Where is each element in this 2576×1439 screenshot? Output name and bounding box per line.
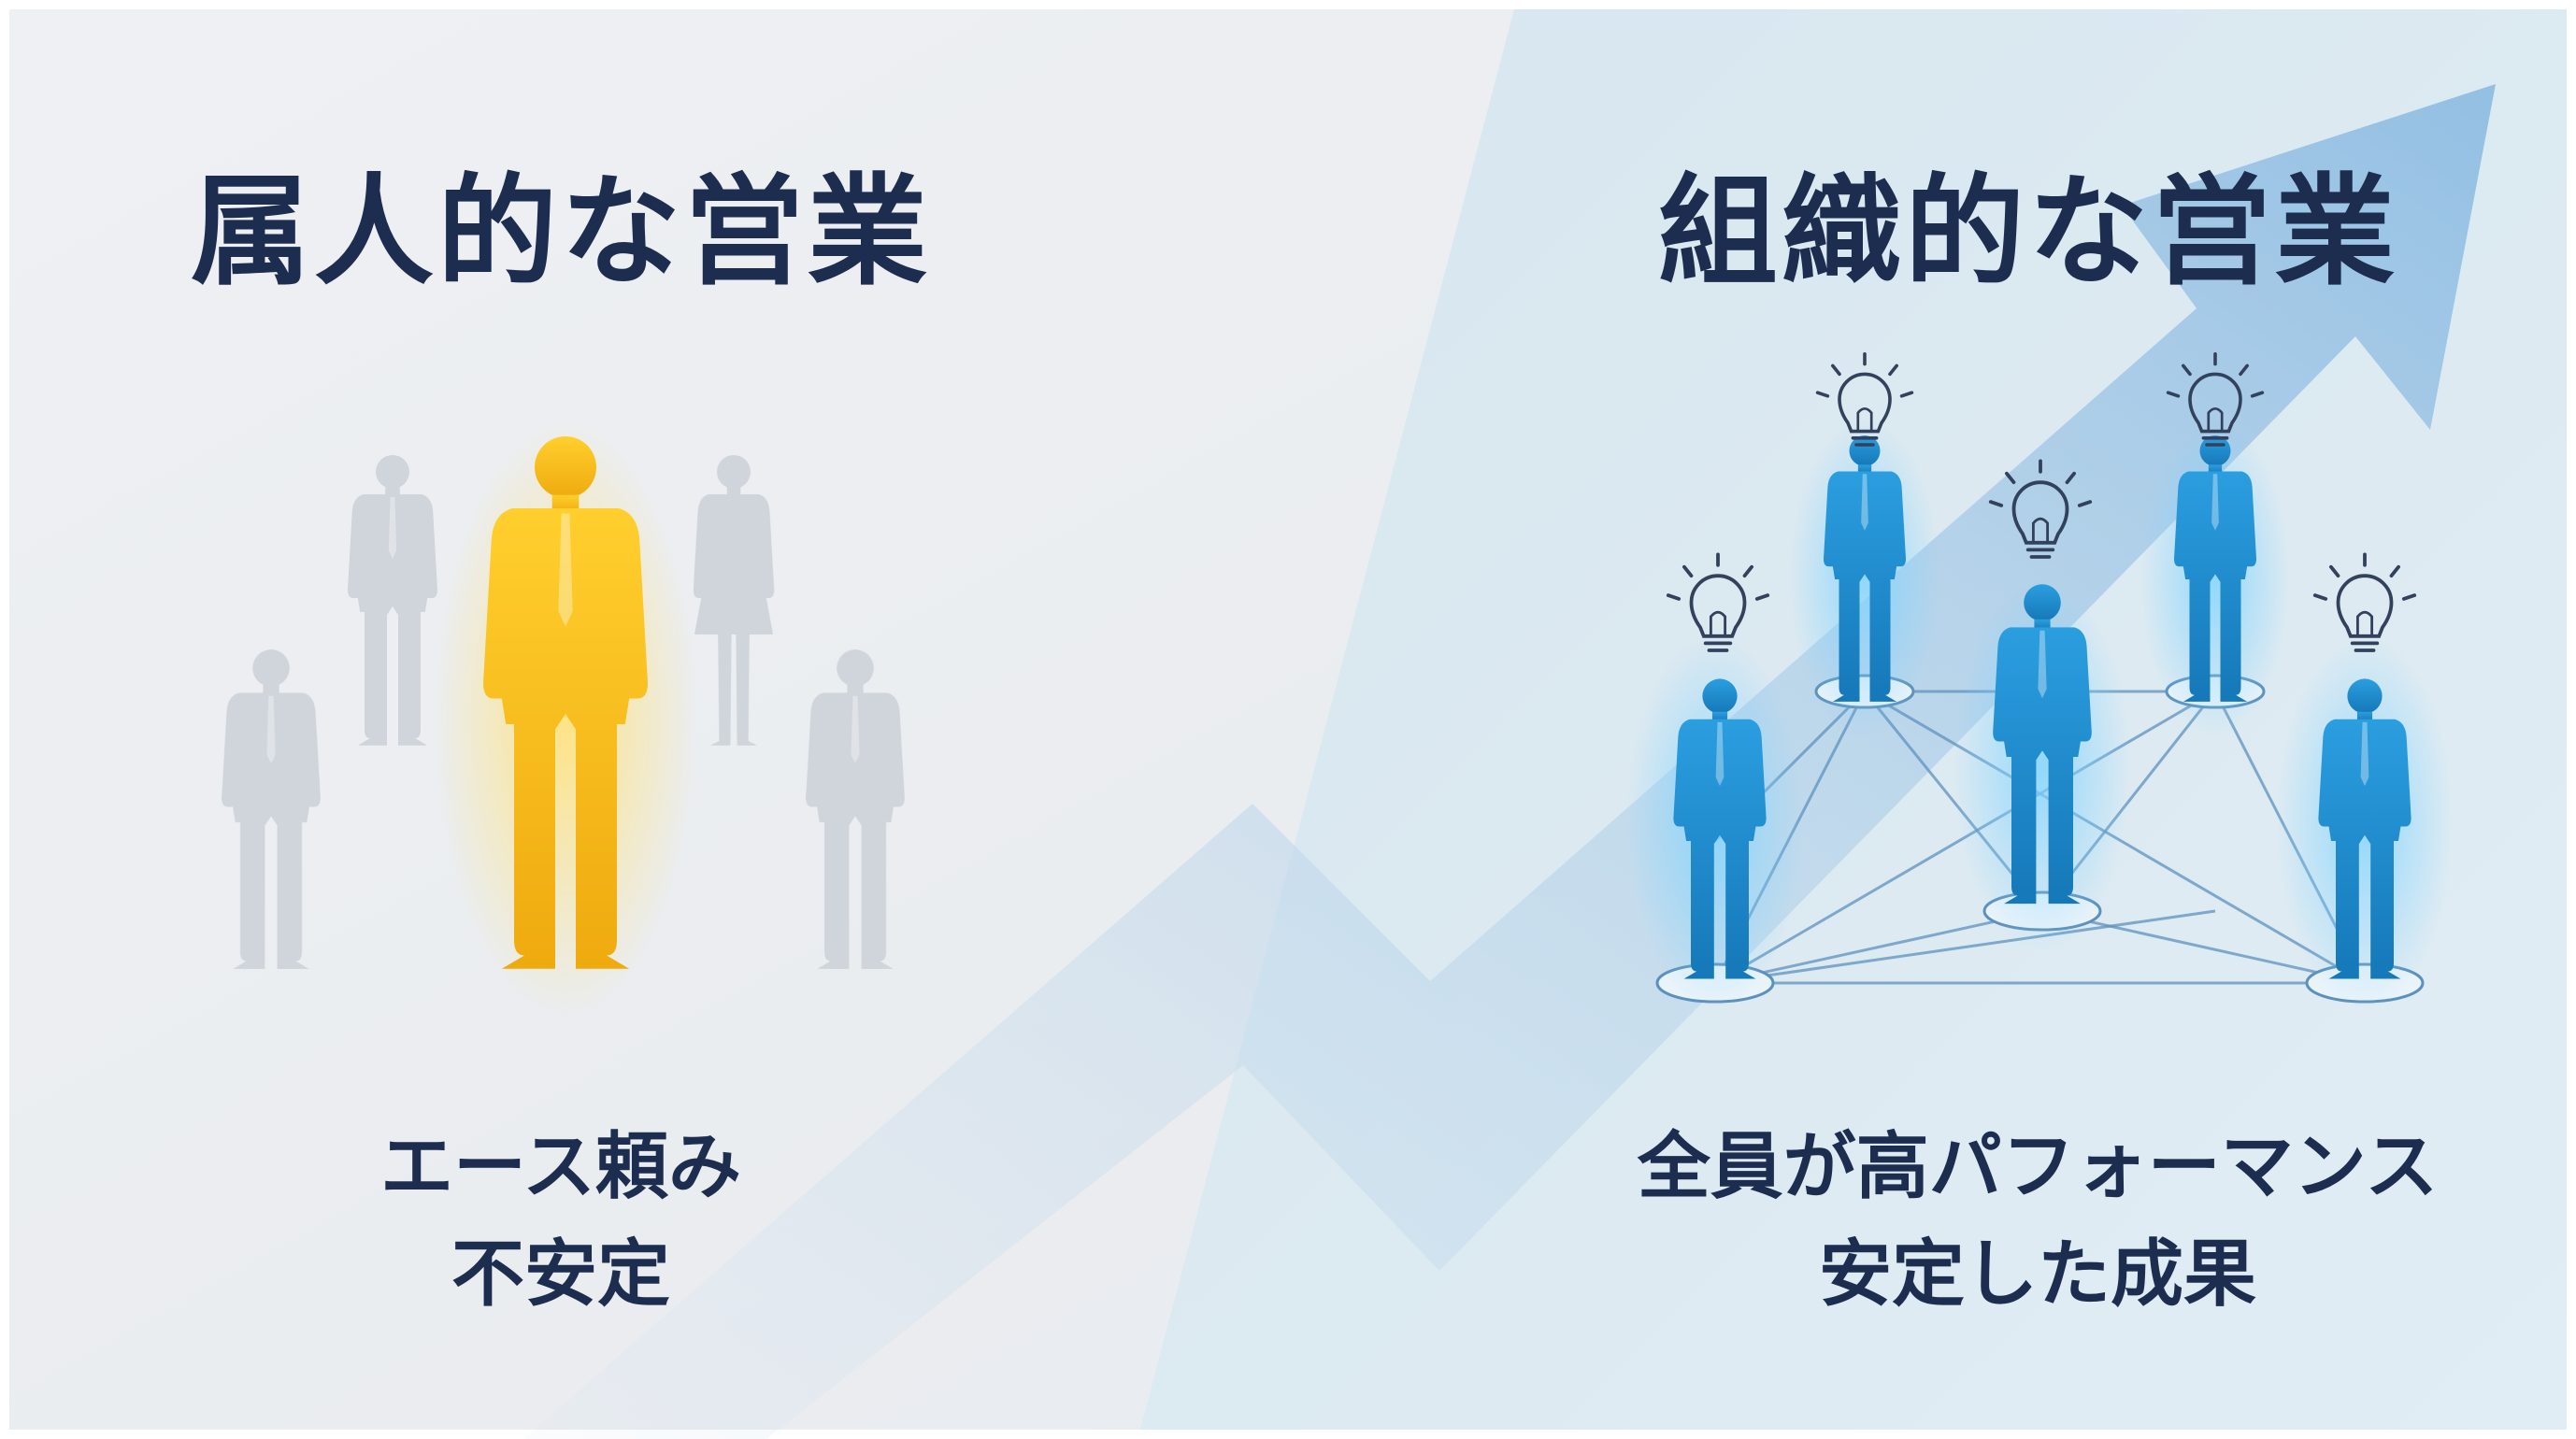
right-caption-line2: 安定した成果 (1818, 1232, 2256, 1317)
left-caption-line1: エース頼み (379, 1125, 742, 1209)
left-group (222, 420, 905, 1019)
right-group (1626, 351, 2454, 1009)
left-heading: 属人的な営業 (190, 163, 931, 302)
right-caption-line1: 全員が高パフォーマンス (1637, 1125, 2439, 1209)
left-caption-line2: 不安定 (451, 1232, 670, 1317)
right-heading: 組織的な営業 (1657, 163, 2398, 302)
trend-arrow-icon (523, 84, 2496, 1439)
